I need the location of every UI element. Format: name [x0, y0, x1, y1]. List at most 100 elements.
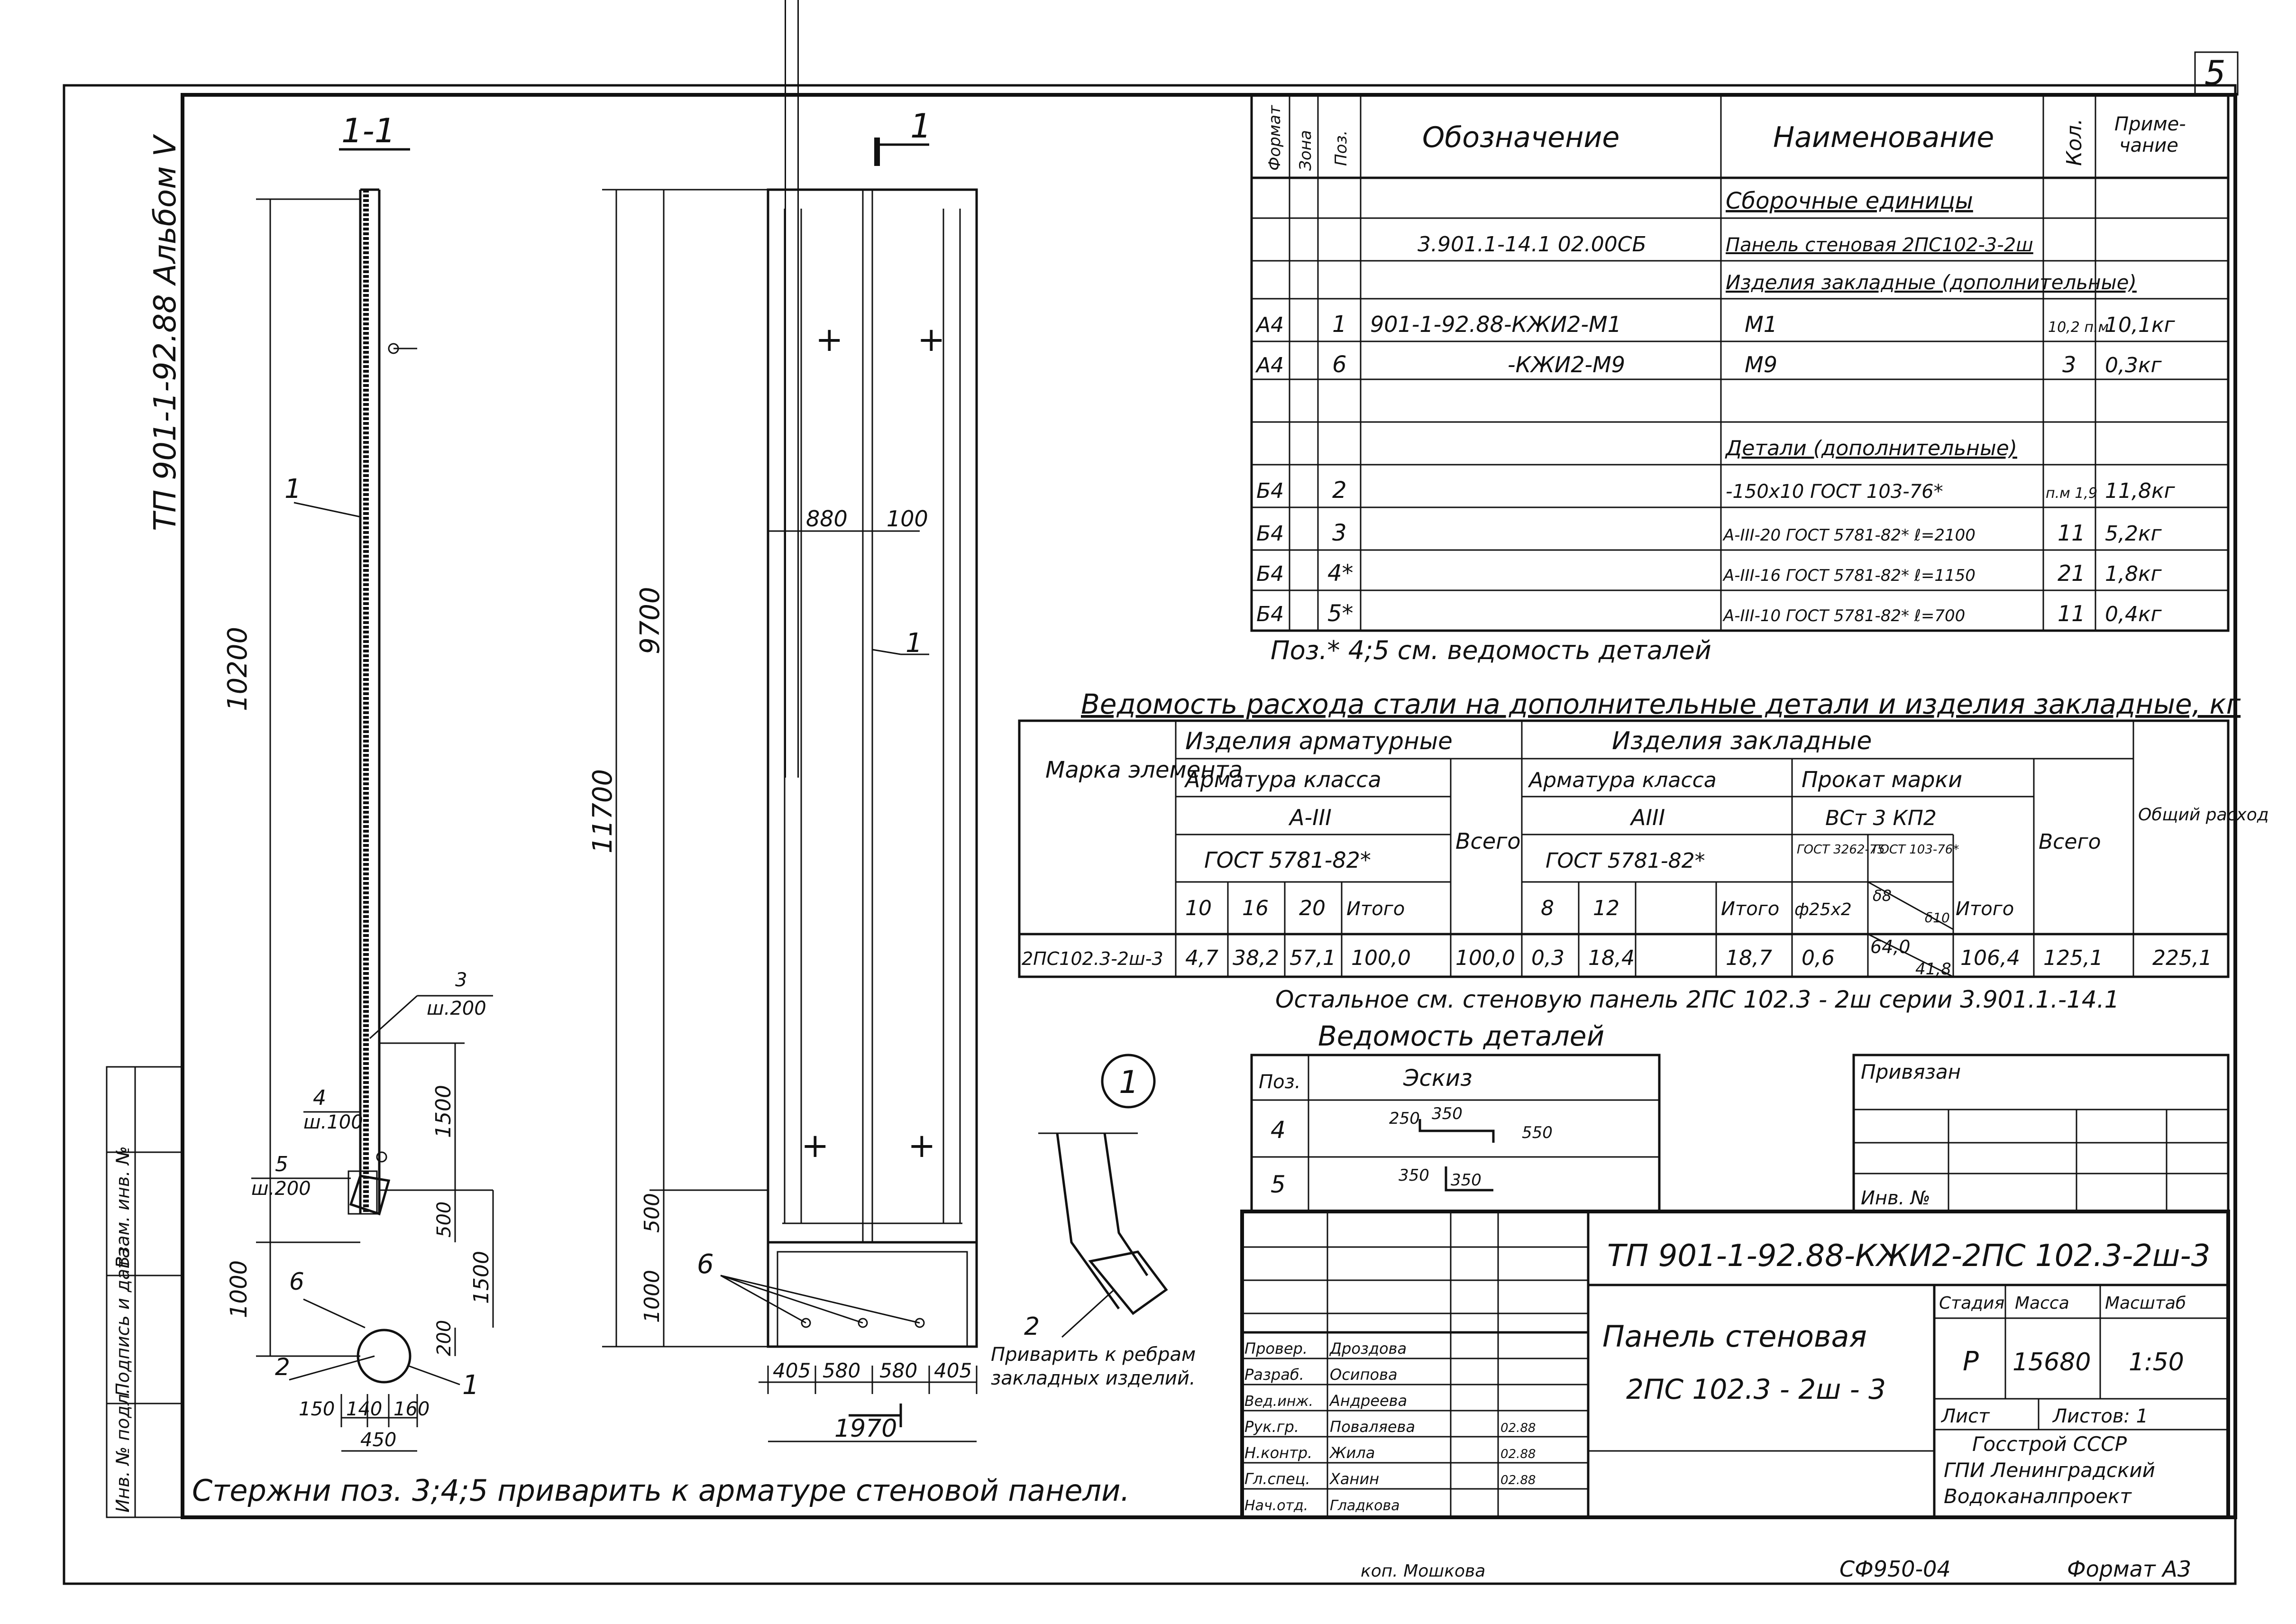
dim-100: 100: [887, 506, 928, 532]
hdr-pos: Поз.: [1332, 130, 1351, 166]
row7-format: Б4: [1256, 479, 1284, 503]
org-line-1: Госстрой СССР: [1972, 1432, 2127, 1456]
steel-row-total2: 125,1: [2043, 946, 2103, 970]
signer-4-date: 02.88: [1500, 1447, 1536, 1461]
steel-row-10: 4,7: [1185, 946, 1218, 970]
steel-note: Остальное см. стеновую панель 2ПС 102.3 …: [1275, 986, 2119, 1013]
hdr-stage: Стадия: [1939, 1294, 2004, 1313]
rib-bars: [784, 0, 961, 1223]
cross-2: +: [917, 320, 945, 359]
sheets-label: Листов: 1: [2052, 1405, 2148, 1427]
steel-h-gost2: ГОСТ 5781-82*: [1546, 849, 1705, 873]
steel-h-arm-class2: Арматура класса: [1528, 768, 1717, 792]
signer-2-name: Андреева: [1329, 1392, 1407, 1410]
stamp-replace: Взам. инв. №: [112, 1146, 133, 1268]
row7-pos: 2: [1332, 477, 1347, 504]
steel-h-gost1: ГОСТ 5781-82*: [1204, 847, 1371, 873]
mass-value: 15680: [2012, 1348, 2091, 1376]
detail-leader-2: 2: [1024, 1312, 1040, 1341]
row8-pos: 3: [1332, 520, 1347, 546]
stage-value: Р: [1963, 1346, 1979, 1377]
leader-6: 6: [289, 1268, 304, 1295]
cross-1: +: [815, 320, 843, 359]
steel-sub-itogo3: Итого: [1956, 898, 2014, 920]
row1-name: Панель стеновая 2ПС102-3-2ш: [1726, 234, 2033, 256]
signer-6-name: Гладкова: [1330, 1497, 1400, 1514]
leader-4-w: ш.100: [303, 1111, 363, 1133]
dim-580b: 580: [879, 1359, 917, 1382]
binding-block: Привязан Инв. №: [1852, 1054, 2230, 1213]
signer-4-role: Н.контр.: [1244, 1444, 1312, 1462]
row4-qty: 3: [2062, 352, 2076, 377]
hdr-name: Наименование: [1773, 121, 1994, 154]
footer-left: коп. Мошкова: [1361, 1561, 1485, 1581]
detail-label: 1: [1119, 1064, 1139, 1101]
dim-200: 200: [433, 1320, 455, 1356]
bottom-note: Стержни поз. 3;4;5 приварить к арматуре …: [192, 1473, 1130, 1508]
details-row4-pos: 4: [1271, 1116, 1286, 1144]
side-title: ТП 901-1-92.88 Альбом V: [148, 134, 183, 531]
steel-h-total2: Всего: [2039, 830, 2101, 854]
dim-11700: 11700: [587, 769, 618, 853]
signer-3-date: 02.88: [1500, 1421, 1536, 1435]
row7-name: -150x10 ГОСТ 103-76*: [1726, 481, 1943, 503]
detail-1: 1 2 Приварить к ребрам закладных изделий…: [991, 1054, 1196, 1389]
steel-h-steel: ВСт 3 КП2: [1825, 806, 1937, 830]
row10-note: 0,4кг: [2105, 602, 2162, 626]
leader-1: 1: [284, 474, 302, 505]
steel-h-total1: Всего: [1455, 828, 1520, 854]
details-row5-pos: 5: [1271, 1171, 1286, 1198]
side-stamp-strip-b: [134, 1066, 183, 1518]
steel-sub-d10: δ10: [1925, 910, 1950, 926]
steel-sub-20: 20: [1299, 896, 1326, 920]
binding-inv: Инв. №: [1861, 1187, 1930, 1209]
signer-6-role: Нач.отд.: [1244, 1497, 1308, 1514]
row8-note: 5,2кг: [2105, 522, 2162, 546]
dim-1000: 1000: [640, 1270, 664, 1323]
signer-4-name: Жила: [1329, 1444, 1375, 1462]
row4-format: А4: [1255, 353, 1284, 377]
hdr-qty: Кол.: [2062, 119, 2086, 166]
steel-h-mark: Марка элемента: [1045, 757, 1243, 783]
row4-name: М9: [1745, 352, 1777, 377]
row3-note: 10,1кг: [2105, 313, 2176, 337]
page-number: 5: [2205, 54, 2226, 92]
steel-row-itogo2: 18,7: [1726, 946, 1772, 970]
signer-5-date: 02.88: [1500, 1473, 1536, 1487]
row10-format: Б4: [1256, 602, 1284, 626]
elev-leader-6: 6: [697, 1249, 714, 1280]
hdr-note-2: чание: [2119, 135, 2178, 156]
row4-designation: -КЖИ2-М9: [1508, 352, 1625, 377]
dim-500: 500: [433, 1202, 455, 1238]
row9-qty: 21: [2058, 560, 2086, 586]
leader-3-w: ш.200: [427, 998, 486, 1019]
steel-sub-12: 12: [1593, 896, 1619, 920]
hdr-note-1: Приме-: [2114, 113, 2186, 135]
signer-0-role: Провер.: [1244, 1340, 1308, 1358]
scale-value: 1:50: [2129, 1348, 2184, 1376]
row3-designation: 901-1-92.88-КЖИ2-М1: [1370, 312, 1621, 337]
steel-sub-16: 16: [1242, 896, 1269, 920]
row3-name: М1: [1745, 312, 1777, 337]
stamp-sign: Подпись и дата: [112, 1247, 133, 1396]
details-h-sketch: Эскиз: [1403, 1065, 1473, 1092]
steel-row-d8: 64,0: [1870, 936, 1911, 957]
row6-name: Детали (дополнительные): [1725, 436, 2017, 460]
steel-h-rolled: Прокат марки: [1802, 767, 1962, 792]
steel-h-gost3: ГОСТ 3262-75: [1797, 843, 1885, 857]
dim-450: 450: [360, 1429, 396, 1451]
dim-10200: 10200: [222, 627, 253, 711]
steel-row-d10: 41,8: [1915, 960, 1951, 979]
section-1-1: 1-1 10200 1000 1500 500 1500 200: [222, 111, 494, 1452]
panel-elevation: 1 + + + + 11700 9700: [587, 0, 978, 1443]
footer-code: СФ950-04: [1839, 1556, 1951, 1582]
steel-sub-10: 10: [1185, 896, 1212, 920]
cross-3: +: [801, 1126, 829, 1165]
row3-pos: 1: [1332, 311, 1347, 338]
dim-160: 160: [393, 1398, 430, 1420]
hdr-designation: Обозначение: [1422, 121, 1619, 154]
section-label: 1-1: [341, 111, 395, 150]
steel-row-8: 0,3: [1531, 946, 1564, 970]
leader-2: 2: [275, 1353, 290, 1381]
